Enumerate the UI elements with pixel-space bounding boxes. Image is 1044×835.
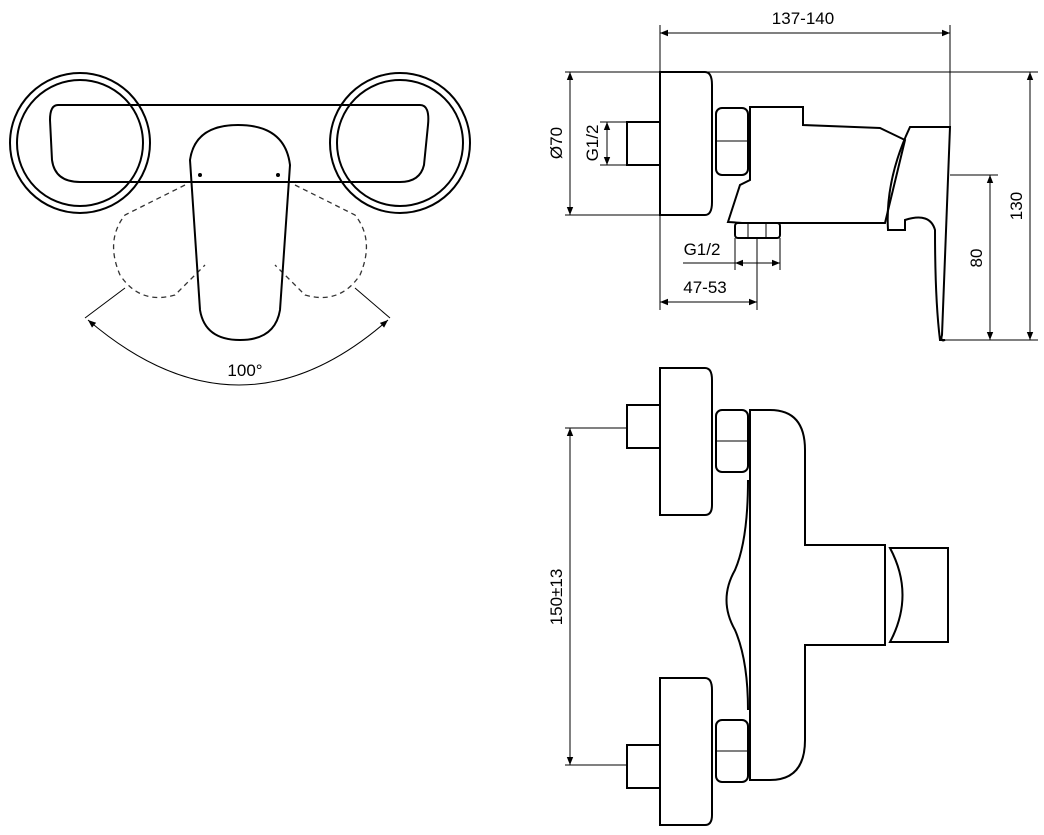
right-rosette (329, 72, 471, 214)
angle-label: 100° (227, 361, 262, 380)
outlet-offset-label: 47-53 (683, 278, 726, 297)
side-view: 137-140 Ø70 G1/2 G1/2 47-53 80 130 (547, 9, 1038, 342)
total-height-label: 130 (1007, 192, 1026, 220)
inlet-spacing-label: 150±13 (547, 569, 566, 626)
mixer-body (749, 409, 886, 781)
inlet-thread-label: G1/2 (583, 125, 602, 162)
mixer-body (726, 106, 907, 224)
lever-ghost-positions (112, 184, 368, 299)
handle (888, 547, 949, 643)
front-view: 150±13 (547, 367, 949, 826)
handle-height-label: 80 (967, 249, 986, 268)
outlet-nut (734, 222, 781, 239)
lever (188, 123, 292, 342)
outlet-thread-label: G1/2 (684, 240, 721, 259)
depth-label: 137-140 (772, 9, 834, 28)
rosette-diameter-label: Ø70 (547, 127, 566, 159)
left-rosette (9, 72, 151, 214)
handle (886, 126, 952, 342)
top-view: 100° (9, 72, 471, 386)
angle-arc (87, 319, 389, 386)
mixer-body (48, 104, 430, 183)
